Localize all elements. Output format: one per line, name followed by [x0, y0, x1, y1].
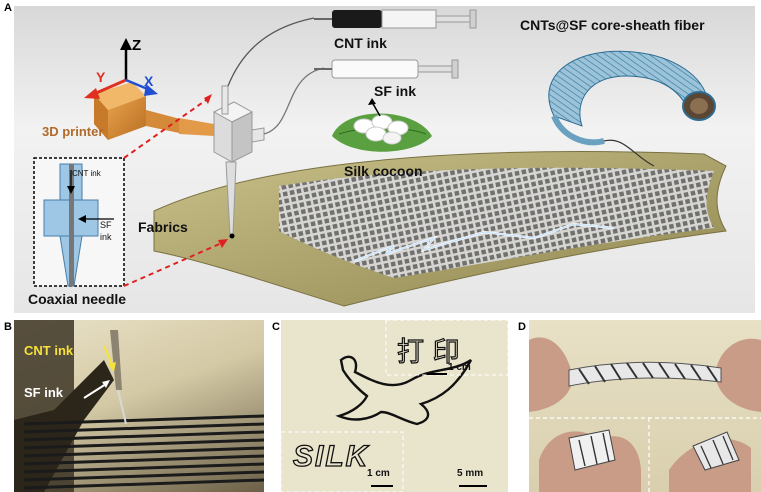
cocoon-arrow-head [368, 98, 376, 105]
panel-b-photo [14, 320, 264, 492]
crumpled-fabric [692, 431, 740, 471]
sf-tube [263, 67, 325, 135]
scale-label-top: 1 cm [448, 362, 471, 373]
fabric-mesh [279, 167, 714, 278]
printer-head [94, 82, 214, 140]
sf-ink-label: SF ink [374, 83, 416, 99]
panel-d-photo [529, 337, 761, 492]
panel-label-b: B [4, 321, 12, 333]
lightning-glow [353, 223, 615, 262]
axis-z-label: Z [132, 37, 141, 54]
printer-label: 3D printer [42, 124, 103, 139]
red-dashed-arrows [123, 94, 228, 287]
needle-sf-ink-label-1: SF [100, 220, 112, 230]
fiber-title: CNTs@SF core-sheath fiber [520, 17, 705, 33]
cocoon-arrow [371, 101, 381, 117]
panel-b: CNT ink SF ink [14, 320, 264, 492]
panel-c-photo [281, 320, 508, 492]
panel-label-c: C [272, 321, 280, 333]
hand-right [715, 338, 761, 412]
cnt-ink-label-b: CNT ink [24, 343, 74, 358]
cnt-syringe [314, 9, 477, 29]
axis-y-label: Y [96, 69, 106, 85]
panel-label-a: A [4, 2, 12, 14]
printed-bird [335, 355, 473, 426]
nozzle-assembly [212, 85, 265, 239]
cnt-ink-label: CNT ink [334, 35, 387, 51]
coaxial-needle-label: Coaxial needle [28, 291, 126, 307]
core-sheath-fiber [548, 50, 716, 167]
needle-cnt-ink-label: CNT ink [72, 169, 102, 178]
fabrics-label: Fabrics [138, 219, 188, 235]
twisted-fabric [568, 361, 722, 387]
folded-fabric [568, 429, 616, 471]
axis-x-label: X [144, 73, 154, 89]
silk-cocoon-illustration [332, 113, 432, 152]
printed-lines [23, 414, 264, 490]
hand-left [529, 337, 573, 412]
silk-cocoon-label: Silk cocoon [344, 163, 423, 179]
panel-label-d: D [518, 321, 526, 333]
needle-sf-ink-label-2: ink [100, 232, 112, 242]
panel-d [529, 320, 761, 492]
sf-syringe [314, 59, 459, 79]
panel-c: 打 印 1 cm SILK 1 cm 5 mm [281, 320, 508, 492]
cnt-tube [227, 17, 315, 87]
coaxial-needle-diagram [43, 163, 114, 287]
scale-label-left: 1 cm [367, 468, 390, 479]
chinese-text: 打 印 [396, 336, 460, 368]
axis-gizmo [84, 38, 158, 99]
panel-a: Z Y X 3D printer CNT ink [14, 6, 755, 313]
sf-ink-label-b: SF ink [24, 385, 64, 400]
scale-label-right: 5 mm [457, 468, 484, 479]
panel-a-figure: Z Y X 3D printer CNT ink [28, 9, 727, 307]
silk-text: SILK [292, 439, 370, 473]
